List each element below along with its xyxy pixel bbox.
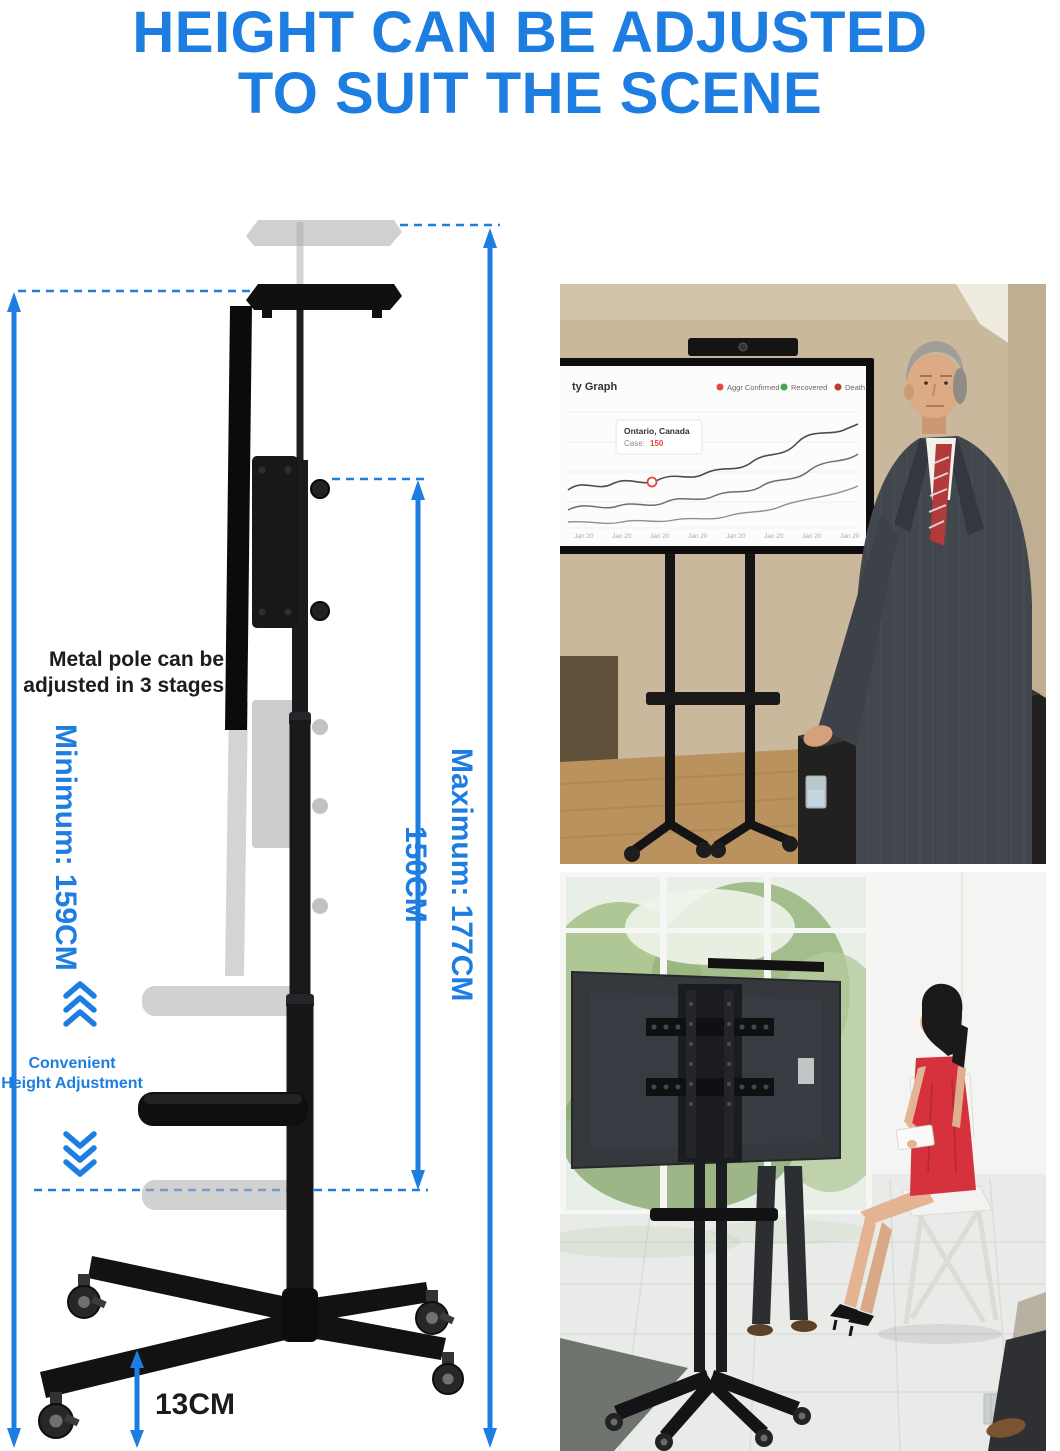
tv-stand-dimension-diagram: Metal pole can be adjusted in 3 stages M… (1, 220, 500, 1448)
gray-hair (906, 341, 964, 382)
high-heel-shoe (830, 1304, 858, 1320)
legend-label: Aggr Confirmed (727, 383, 780, 392)
top-tray (708, 958, 824, 972)
pole-stage-2 (289, 720, 311, 1000)
chart-highlight-point (646, 476, 658, 488)
svg-text:Jan 20: Jan 20 (612, 533, 632, 540)
stand-base (38, 1256, 464, 1439)
svg-text:Jan 20: Jan 20 (726, 533, 746, 540)
tv-cart-in-photo (624, 554, 798, 862)
pole-note-line1: Metal pole can be (49, 648, 224, 671)
height-adjust-note-line2: Height Adjustment (1, 1075, 143, 1092)
pole-height-label: 150CM (399, 826, 432, 923)
chair-legs (903, 1205, 999, 1325)
chart-title: ty Graph (572, 381, 618, 393)
floor-mat (560, 1338, 688, 1451)
photo-meeting-scene (560, 872, 1046, 1451)
chart-x-axis: Jan 20 Jan 20 Jan 20 Jan 20 Jan 20 Jan 2… (574, 533, 860, 540)
svg-text:Jan 20: Jan 20 (650, 533, 670, 540)
water-glass (805, 775, 827, 809)
pole-note-line2: adjusted in 3 stages (23, 674, 224, 697)
brown-shoe (986, 1418, 1026, 1438)
svg-text:Jan 20: Jan 20 (802, 533, 822, 540)
mount-bracket (252, 456, 298, 628)
suit-sleeve (818, 514, 898, 746)
tension-knob (310, 601, 330, 621)
partial-person-right (986, 1292, 1046, 1451)
up-arrows-icon (63, 981, 97, 1027)
tooltip-region: Ontario, Canada (624, 426, 690, 436)
base-height-label: 13CM (155, 1388, 235, 1421)
spec-label (798, 1058, 814, 1084)
page-title-line2: TO SUIT THE SCENE (237, 61, 823, 127)
page-title: HEIGHT CAN BE ADJUSTED TO SUIT THE SCENE (0, 2, 1060, 125)
max-height-arrow (483, 228, 497, 1448)
legend-dot (716, 383, 724, 391)
svg-text:Jan 20: Jan 20 (764, 533, 784, 540)
hand (803, 725, 833, 747)
seated-woman (830, 983, 1002, 1344)
caster-wheel (415, 1290, 455, 1335)
legend-dot (834, 383, 842, 391)
caster-wheel (67, 1274, 107, 1319)
notebook (895, 1124, 935, 1151)
base-height-arrow (130, 1350, 144, 1448)
caster-wheel (432, 1352, 464, 1395)
tension-knob (310, 479, 330, 499)
presenter-man (803, 341, 1032, 864)
pole-stage-3 (286, 1004, 314, 1304)
caster-wheel (38, 1392, 80, 1439)
tooltip-case-value: 150 (650, 439, 664, 448)
minimum-height-label: Minimum: 159CM (49, 724, 82, 971)
pole-height-arrow (411, 480, 425, 1190)
tv-stand-side-view (138, 284, 402, 1304)
tv-cart-rear-view (571, 958, 841, 1451)
tv-side-profile (225, 306, 252, 730)
black-hair (922, 983, 963, 1056)
down-arrows-icon (63, 1131, 97, 1177)
page-title-line1: HEIGHT CAN BE ADJUSTED (132, 0, 928, 65)
photo-presentation-scene: ty Graph Aggr Confirmed Recovered Death … (560, 284, 1046, 864)
svg-text:Jan 20: Jan 20 (688, 533, 708, 540)
lower-shelf (650, 1208, 778, 1221)
chart-tooltip: Ontario, Canada Case: 150 (615, 419, 703, 455)
height-adjust-note-line1: Convenient (28, 1055, 116, 1072)
min-height-arrow (7, 292, 21, 1448)
top-shelf (246, 284, 402, 310)
striped-tie (930, 444, 952, 546)
legend-label: Recovered (791, 383, 827, 392)
person-behind-stand (747, 1166, 817, 1336)
svg-text:Jan 20: Jan 20 (840, 533, 860, 540)
screen-chart: ty Graph Aggr Confirmed Recovered Death … (567, 381, 865, 540)
legend-dot (780, 383, 788, 391)
rear-casters (605, 1407, 811, 1451)
maximum-height-label: Maximum: 177CM (445, 748, 478, 1001)
suit-jacket (856, 436, 1032, 864)
tv-screen (560, 366, 866, 546)
legend-label: Death (845, 383, 865, 392)
tooltip-case-label: Case: (624, 439, 645, 448)
svg-text:Jan 20: Jan 20 (574, 533, 594, 540)
ghost-positions (142, 220, 402, 1210)
presentation-tv: ty Graph Aggr Confirmed Recovered Death … (560, 338, 874, 862)
rear-base-legs (614, 1370, 800, 1440)
